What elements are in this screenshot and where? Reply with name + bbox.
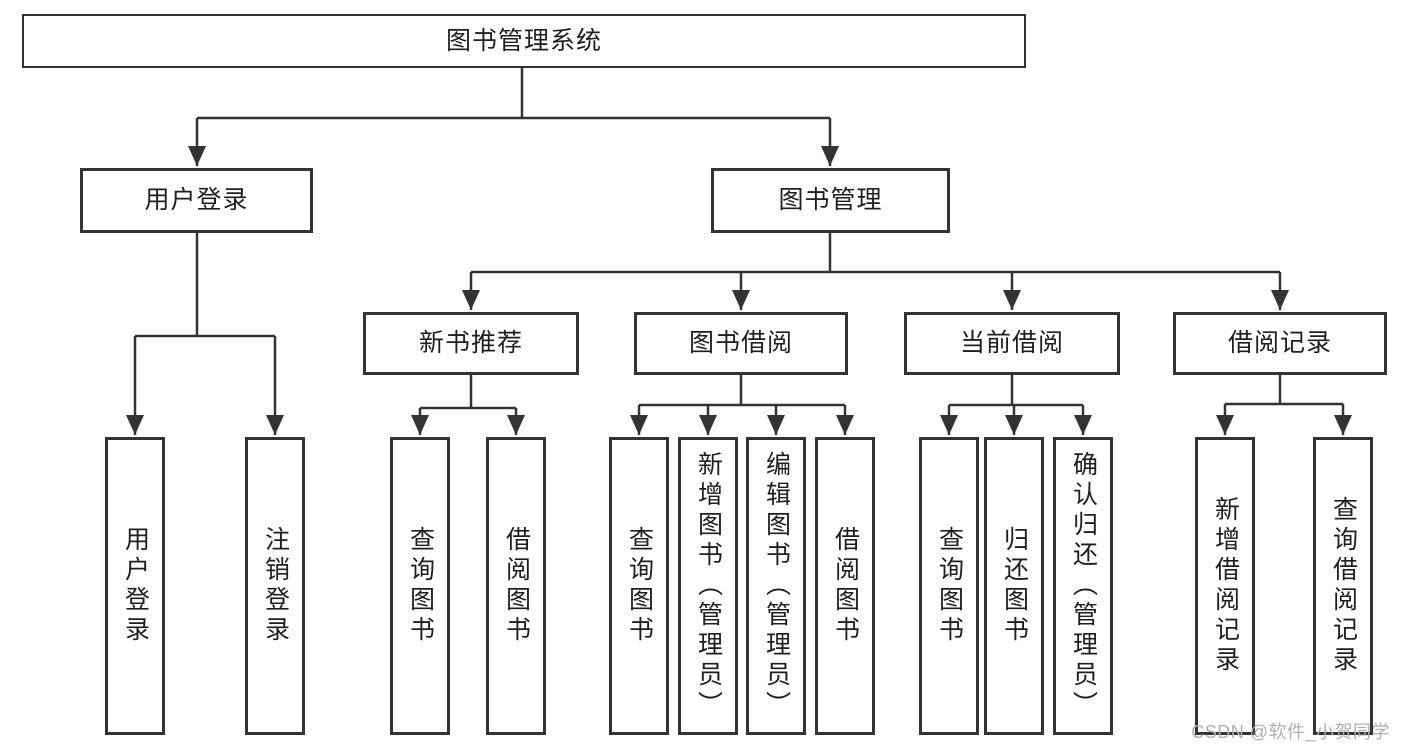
node-new-book-recommendation: 新书推荐 <box>363 312 579 375</box>
leaf-user-login: 用户登录 <box>105 437 165 735</box>
leaf-records-query-borrow-record: 查询借阅记录 <box>1313 437 1373 735</box>
node-borrowing-records: 借阅记录 <box>1173 312 1387 375</box>
leaf-borrowing-borrow-books: 借阅图书 <box>815 437 875 735</box>
watermark: CSDN @软件_小贺同学 <box>1191 722 1390 742</box>
node-book-management: 图书管理 <box>711 168 950 233</box>
leaf-recommend-query-books: 查询图书 <box>390 437 450 735</box>
leaf-current-query-books: 查询图书 <box>919 437 979 735</box>
node-current-borrowing: 当前借阅 <box>904 312 1120 375</box>
leaf-recommend-borrow-books: 借阅图书 <box>486 437 546 735</box>
leaf-borrowing-add-books-admin: 新增图书（管理员） <box>678 437 738 735</box>
node-system-root: 图书管理系统 <box>22 14 1026 68</box>
leaf-borrowing-edit-books-admin: 编辑图书（管理员） <box>746 437 806 735</box>
node-book-borrowing: 图书借阅 <box>634 312 848 375</box>
leaf-borrowing-query-books: 查询图书 <box>609 437 669 735</box>
leaf-logout: 注销登录 <box>245 437 305 735</box>
leaf-current-confirm-return-admin: 确认归还（管理员） <box>1053 437 1113 735</box>
leaf-records-add-borrow-record: 新增借阅记录 <box>1195 437 1255 735</box>
leaf-current-return-books: 归还图书 <box>984 437 1044 735</box>
node-user-login: 用户登录 <box>80 168 313 233</box>
